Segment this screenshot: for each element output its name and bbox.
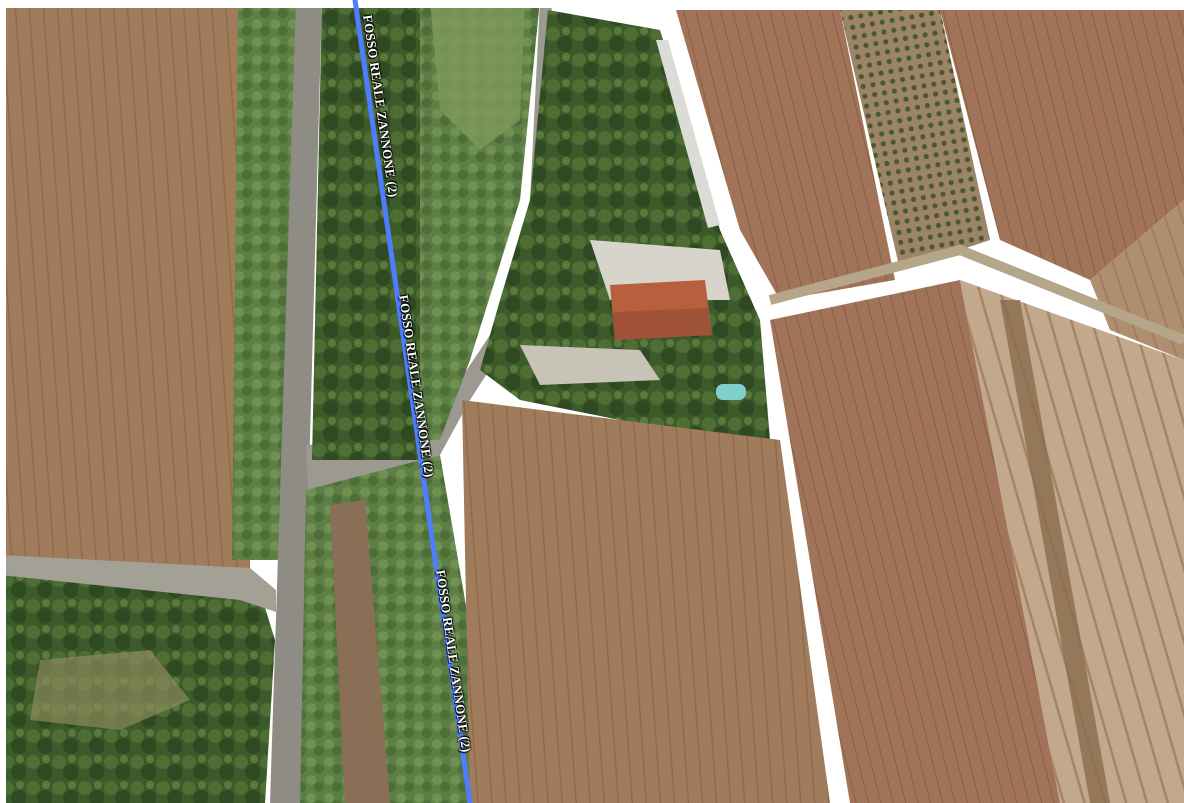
waterway-line xyxy=(352,0,473,803)
